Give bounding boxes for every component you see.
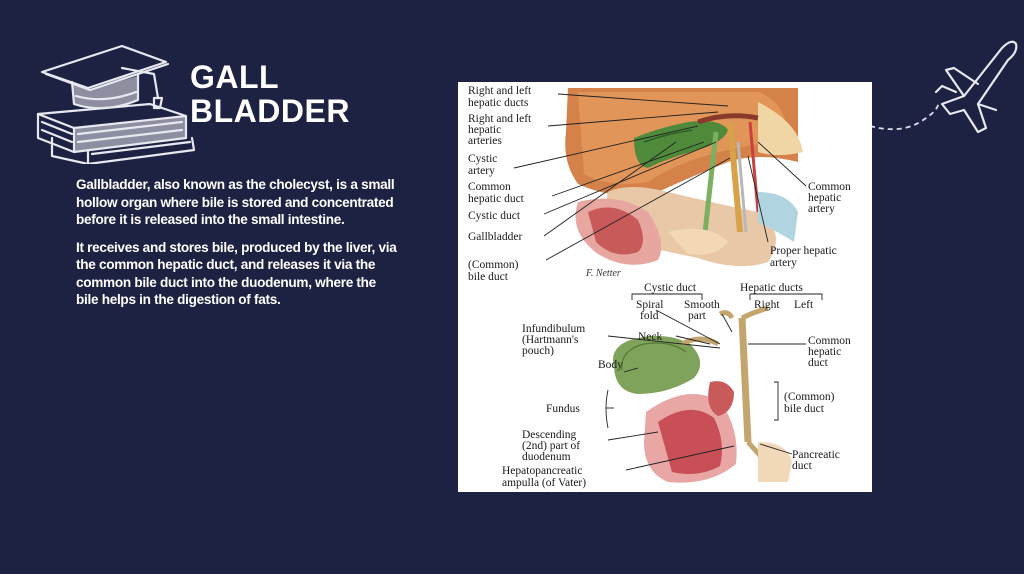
description: Gallbladder, also known as the cholecyst… (76, 176, 398, 319)
label-neck: Neck (638, 331, 663, 343)
label-fundus: Fundus (546, 403, 580, 415)
label-left: Left (794, 299, 814, 311)
label-right: Right (754, 299, 780, 311)
title-line-2: BLADDER (190, 93, 350, 129)
paragraph-1: Gallbladder, also known as the cholecyst… (76, 177, 395, 227)
label-common-bile-duct-top: (Common)bile duct (468, 259, 519, 283)
label-gallbladder: Gallbladder (468, 231, 522, 243)
slide-title: GALL BLADDER (190, 60, 350, 128)
graduation-cap-on-books-icon (36, 44, 196, 164)
gallbladder-section-illustration (613, 305, 792, 483)
label-common-bile-duct-bottom: (Common)bile duct (784, 391, 835, 415)
artist-signature: F. Netter (585, 268, 621, 279)
liver-illustration (565, 88, 803, 267)
paragraph-2: It receives and stores bile, produced by… (76, 239, 397, 308)
airplane-icon (869, 40, 1018, 134)
label-cystic-duct-bottom: Cystic duct (644, 282, 697, 294)
label-hepatic-ducts-bottom: Hepatic ducts (740, 282, 803, 294)
label-cystic-duct-top: Cystic duct (468, 210, 521, 222)
label-body: Body (598, 359, 623, 371)
title-line-1: GALL (190, 59, 280, 95)
